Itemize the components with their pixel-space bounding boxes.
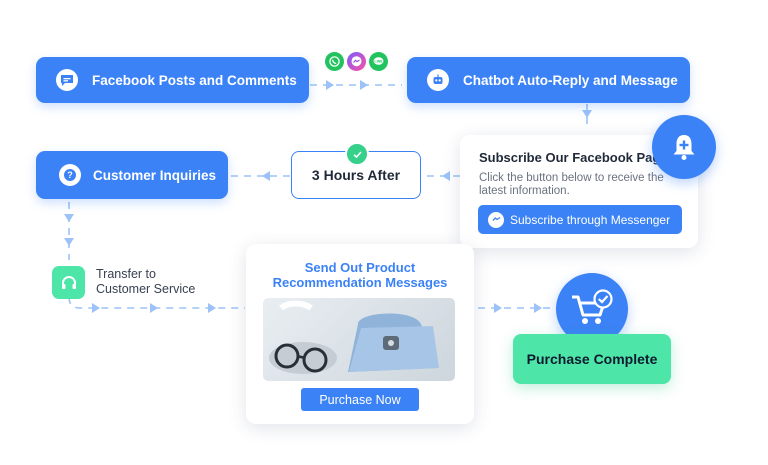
- headset-icon: [52, 266, 85, 299]
- svg-text:?: ?: [67, 170, 73, 180]
- whatsapp-icon: [325, 52, 344, 71]
- node-purchase-complete-label: Purchase Complete: [526, 351, 658, 367]
- node-purchase-complete: Purchase Complete: [513, 334, 671, 384]
- cart-check-icon: [556, 273, 628, 345]
- node-facebook-posts: Facebook Posts and Comments: [36, 57, 309, 103]
- node-hours-after-label: 3 Hours After: [311, 167, 401, 183]
- subscribe-card-title: Subscribe Our Facebook Page: [479, 150, 668, 165]
- node-chatbot: Chatbot Auto-Reply and Message: [407, 57, 690, 103]
- messenger-button-icon: [488, 211, 504, 228]
- check-icon: [345, 142, 369, 166]
- svg-text:LINE: LINE: [374, 60, 383, 64]
- product-card-title: Send Out Product Recommendation Messages: [272, 260, 448, 290]
- chat-bubble-icon: [56, 69, 78, 91]
- node-customer-inquiries-label: Customer Inquiries: [93, 167, 217, 183]
- subscribe-messenger-button[interactable]: Subscribe through Messenger: [478, 205, 682, 234]
- product-image: [263, 298, 455, 381]
- node-facebook-posts-label: Facebook Posts and Comments: [92, 72, 297, 88]
- robot-icon: [427, 69, 449, 91]
- subscribe-messenger-button-label: Subscribe through Messenger: [510, 212, 671, 227]
- node-chatbot-label: Chatbot Auto-Reply and Message: [463, 72, 678, 88]
- subscribe-card-body: Click the button below to receive the la…: [479, 172, 664, 197]
- question-icon: ?: [59, 164, 81, 186]
- purchase-now-button[interactable]: Purchase Now: [301, 388, 419, 411]
- purchase-now-button-label: Purchase Now: [319, 392, 401, 407]
- messenger-icon: [347, 52, 366, 71]
- bell-plus-icon: [652, 115, 716, 179]
- channel-icons: LINE: [325, 52, 388, 71]
- product-card: Send Out Product Recommendation Messages…: [246, 244, 474, 424]
- subscribe-card: Subscribe Our Facebook Page Click the bu…: [460, 135, 698, 248]
- node-customer-inquiries: ? Customer Inquiries: [36, 151, 228, 199]
- node-transfer-service-label: Transfer to Customer Service: [96, 267, 196, 296]
- line-icon: LINE: [369, 52, 388, 71]
